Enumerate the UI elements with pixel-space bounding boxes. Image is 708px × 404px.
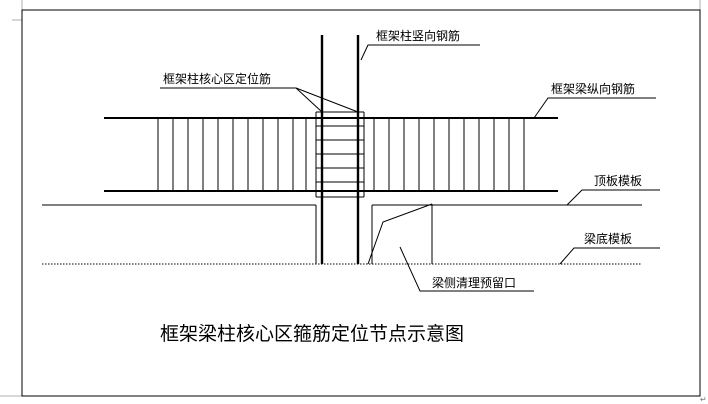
label-beam-longitudinal-rebar: 框架梁纵向钢筋 xyxy=(551,81,635,96)
label-beam-bottom-formwork: 梁底模板 xyxy=(584,231,632,246)
beam-stirrups-right xyxy=(373,118,525,191)
top-slab-formwork xyxy=(42,204,642,264)
diagram-border xyxy=(21,9,701,397)
label-beam-side-cleanout: 梁侧清理预留口 xyxy=(432,275,516,290)
beam-stirrups-left xyxy=(157,118,307,191)
beam-side-cleanout xyxy=(367,203,433,265)
leader-lines xyxy=(160,44,660,292)
label-core-positioning-rebar: 框架柱核心区定位筋 xyxy=(163,71,271,86)
beam-longitudinal-rebars xyxy=(104,117,558,192)
label-column-vertical-rebar: 框架柱竖向钢筋 xyxy=(376,28,460,43)
paragraph-mark: ↵ xyxy=(700,395,707,404)
column-vertical-rebars xyxy=(320,35,360,264)
core-positioning-stirrups xyxy=(315,111,365,198)
label-top-slab-formwork: 顶板模板 xyxy=(594,174,642,188)
diagram-title: 框架梁柱核心区箍筋定位节点示意图 xyxy=(160,323,464,345)
